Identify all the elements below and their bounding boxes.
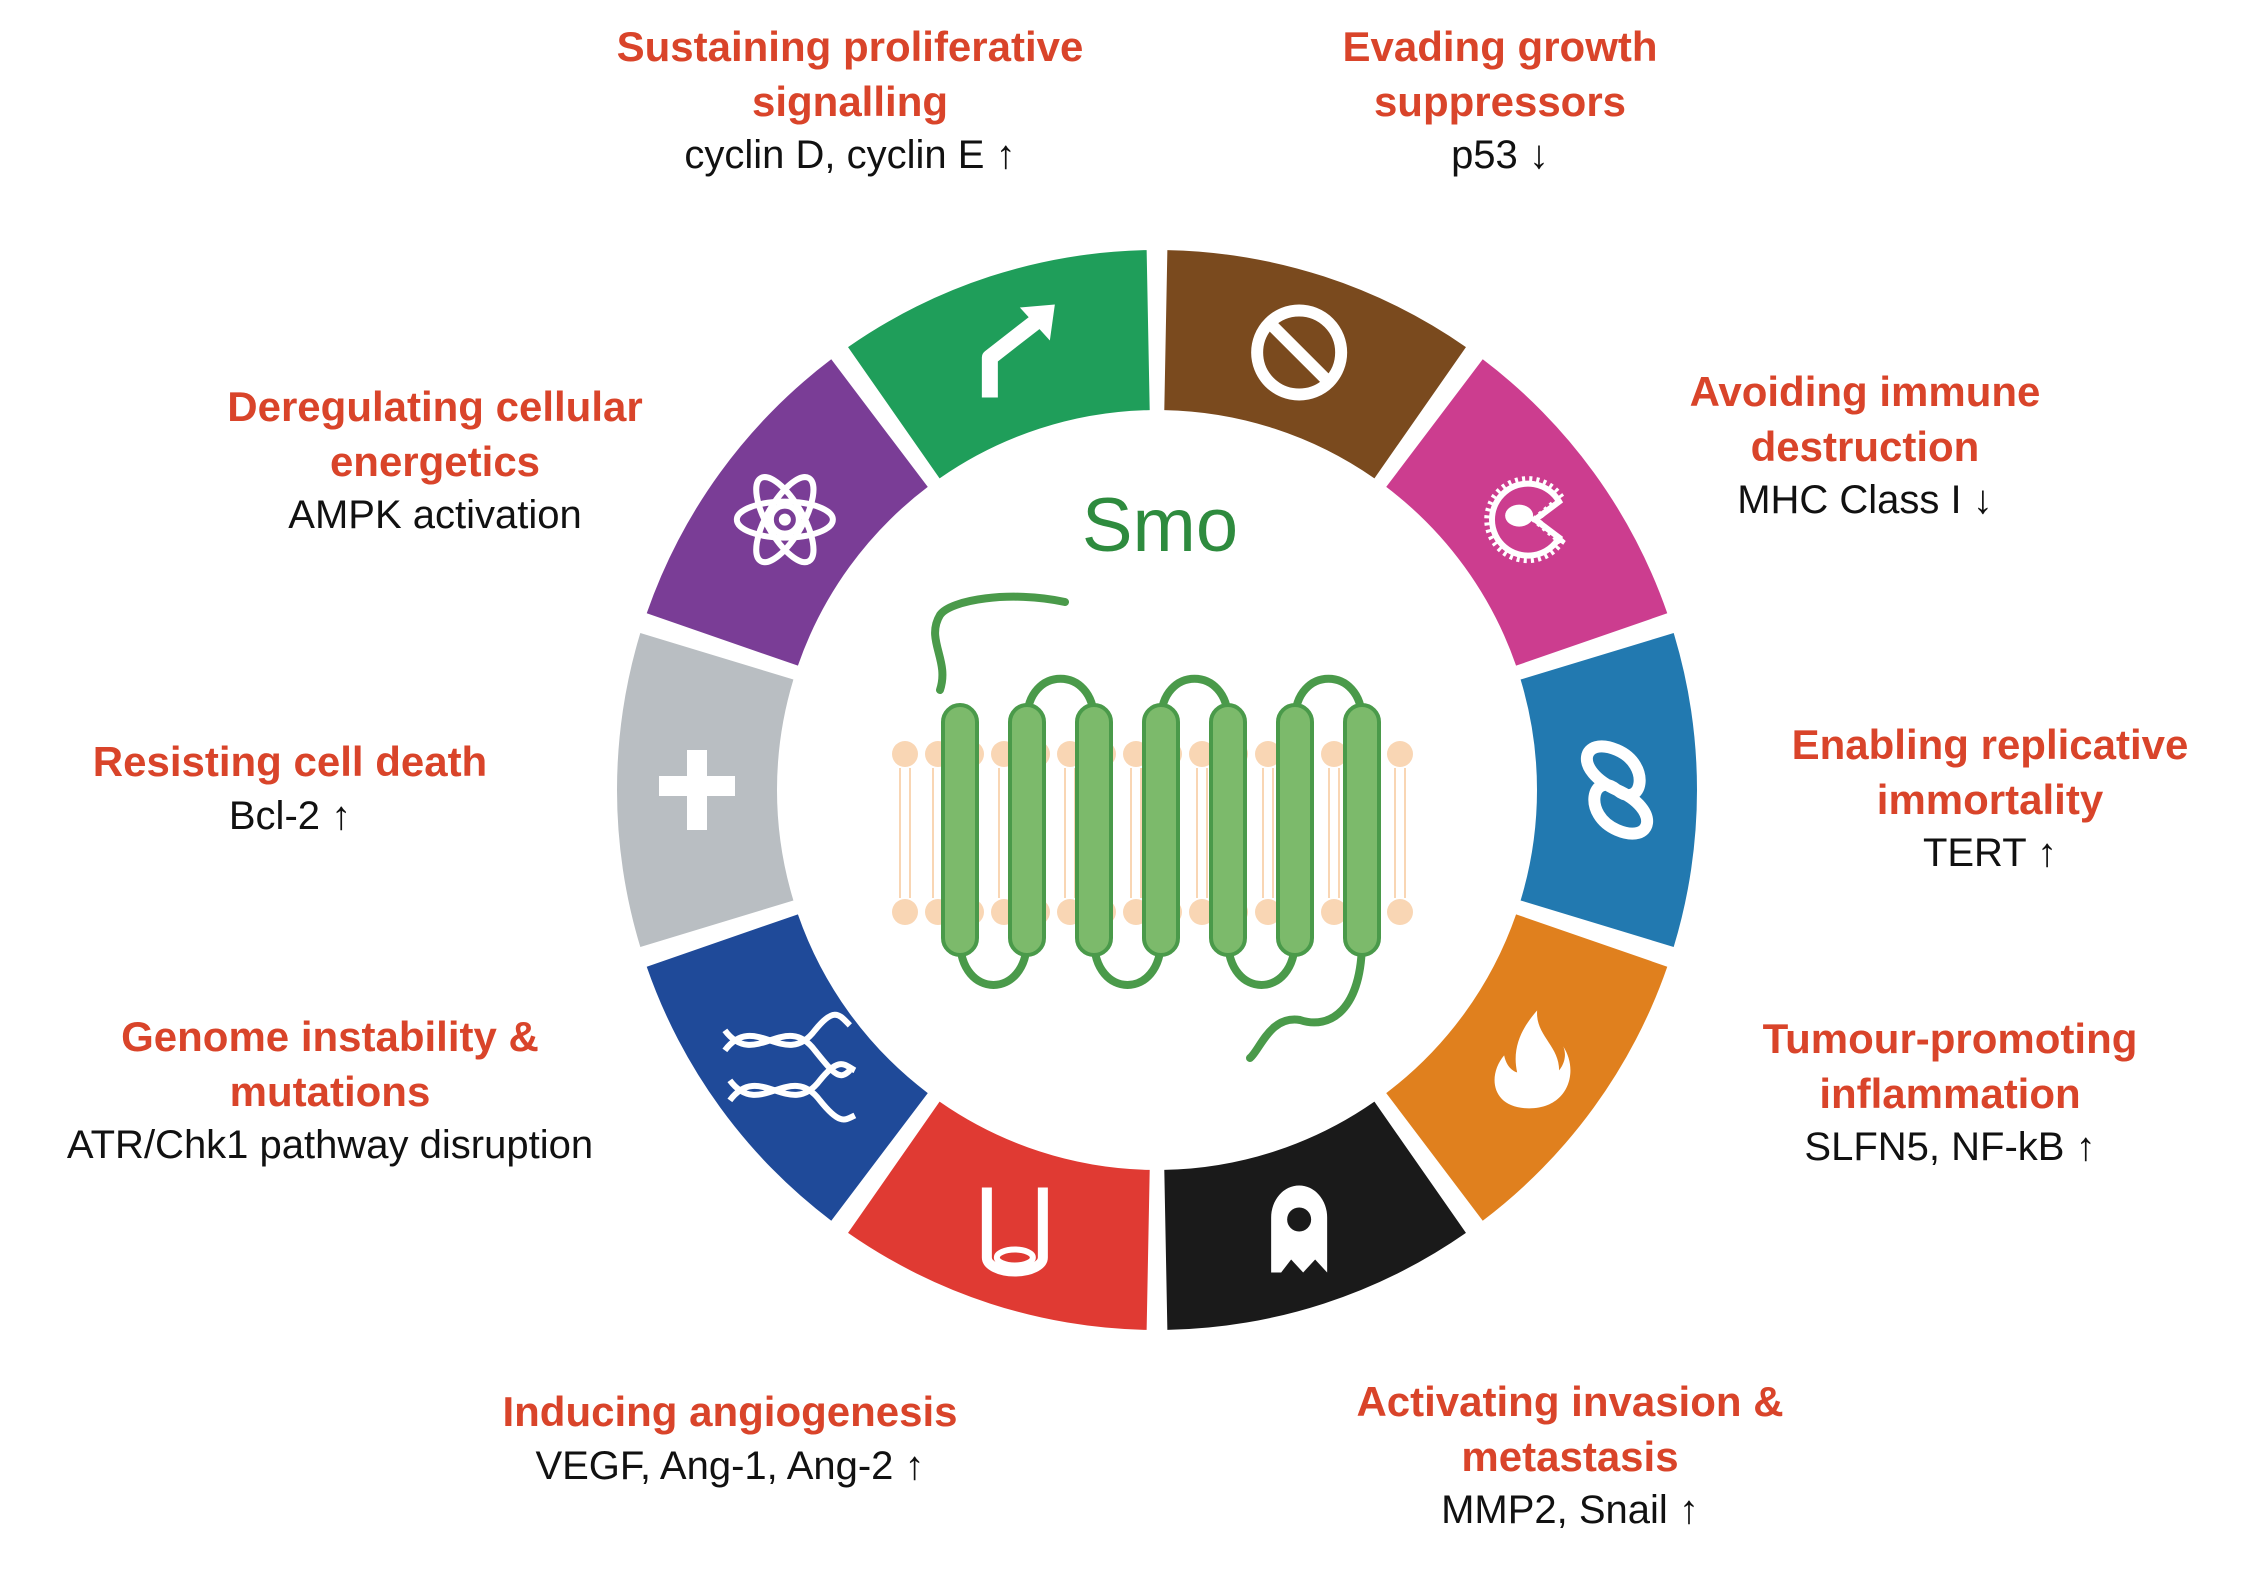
hallmark-title: signalling xyxy=(751,77,948,125)
segment-energetics xyxy=(646,359,928,666)
hallmark-title: immortality xyxy=(1876,775,2104,823)
hallmark-title: mutations xyxy=(229,1067,431,1115)
hallmark-marker: TERT ↑ xyxy=(1922,831,2058,876)
hallmark-title: energetics xyxy=(329,437,541,485)
arrow-icon xyxy=(981,304,1055,398)
prohibition-icon xyxy=(1251,304,1348,401)
segment-angiogenesis xyxy=(848,1101,1150,1330)
smo-protein-illustration xyxy=(892,592,1413,1062)
infinity-icon xyxy=(1581,740,1653,840)
hallmark-title: Deregulating cellular xyxy=(227,383,643,430)
hallmark-title: Tumour-promoting xyxy=(1762,1015,2138,1062)
hallmark-title: Genome instability & xyxy=(121,1013,539,1060)
segment-icons xyxy=(659,304,1653,1277)
hallmark-title: Sustaining proliferative xyxy=(616,23,1084,70)
hallmark-marker: Bcl-2 ↑ xyxy=(228,793,352,838)
hallmark-title: Resisting cell death xyxy=(92,738,488,785)
vessel-icon xyxy=(981,1187,1048,1277)
pacman-cell-icon xyxy=(1484,476,1566,564)
hallmark-marker: SLFN5, NF-kB ↑ xyxy=(1804,1125,2096,1170)
hallmark-title: destruction xyxy=(1750,422,1980,470)
hallmark-title: Evading growth xyxy=(1342,23,1658,70)
segment-proliferative xyxy=(848,250,1150,479)
cross-icon xyxy=(659,750,735,830)
hallmark-title: suppressors xyxy=(1373,77,1627,125)
hallmark-title: metastasis xyxy=(1461,1432,1679,1480)
hallmark-marker: VEGF, Ang-1, Ang-2 ↑ xyxy=(535,1443,925,1488)
hallmark-marker: MHC Class I ↓ xyxy=(1737,478,1993,523)
hallmark-marker: ATR/Chk1 pathway disruption xyxy=(66,1123,594,1168)
hallmark-title: Avoiding immune xyxy=(1689,368,2041,415)
flame-icon xyxy=(1494,1010,1571,1109)
smo-helices xyxy=(931,592,1381,1062)
ghost-cell-icon xyxy=(1271,1185,1328,1273)
hallmark-marker: MMP2, Snail ↑ xyxy=(1441,1488,1699,1533)
hallmark-marker: AMPK activation xyxy=(288,493,582,538)
segment-genome xyxy=(646,914,928,1221)
center-title: Smo xyxy=(1081,483,1239,568)
hallmark-marker: p53 ↓ xyxy=(1451,133,1549,178)
hallmark-marker: cyclin D, cyclin E ↑ xyxy=(684,133,1016,178)
hallmark-title: Activating invasion & xyxy=(1356,1378,1784,1425)
label-growth-suppressors: Evading growth suppressors p53 ↓ xyxy=(1260,20,1740,181)
label-proliferative: Sustaining proliferative signalling cyclin… xyxy=(560,20,1140,181)
atom-icon xyxy=(733,474,836,566)
hallmark-title: Enabling replicative xyxy=(1791,721,2189,768)
hallmark-title: Inducing angiogenesis xyxy=(502,1388,958,1435)
hallmark-title: inflammation xyxy=(1819,1069,2081,1117)
dna-icon xyxy=(722,1011,857,1123)
